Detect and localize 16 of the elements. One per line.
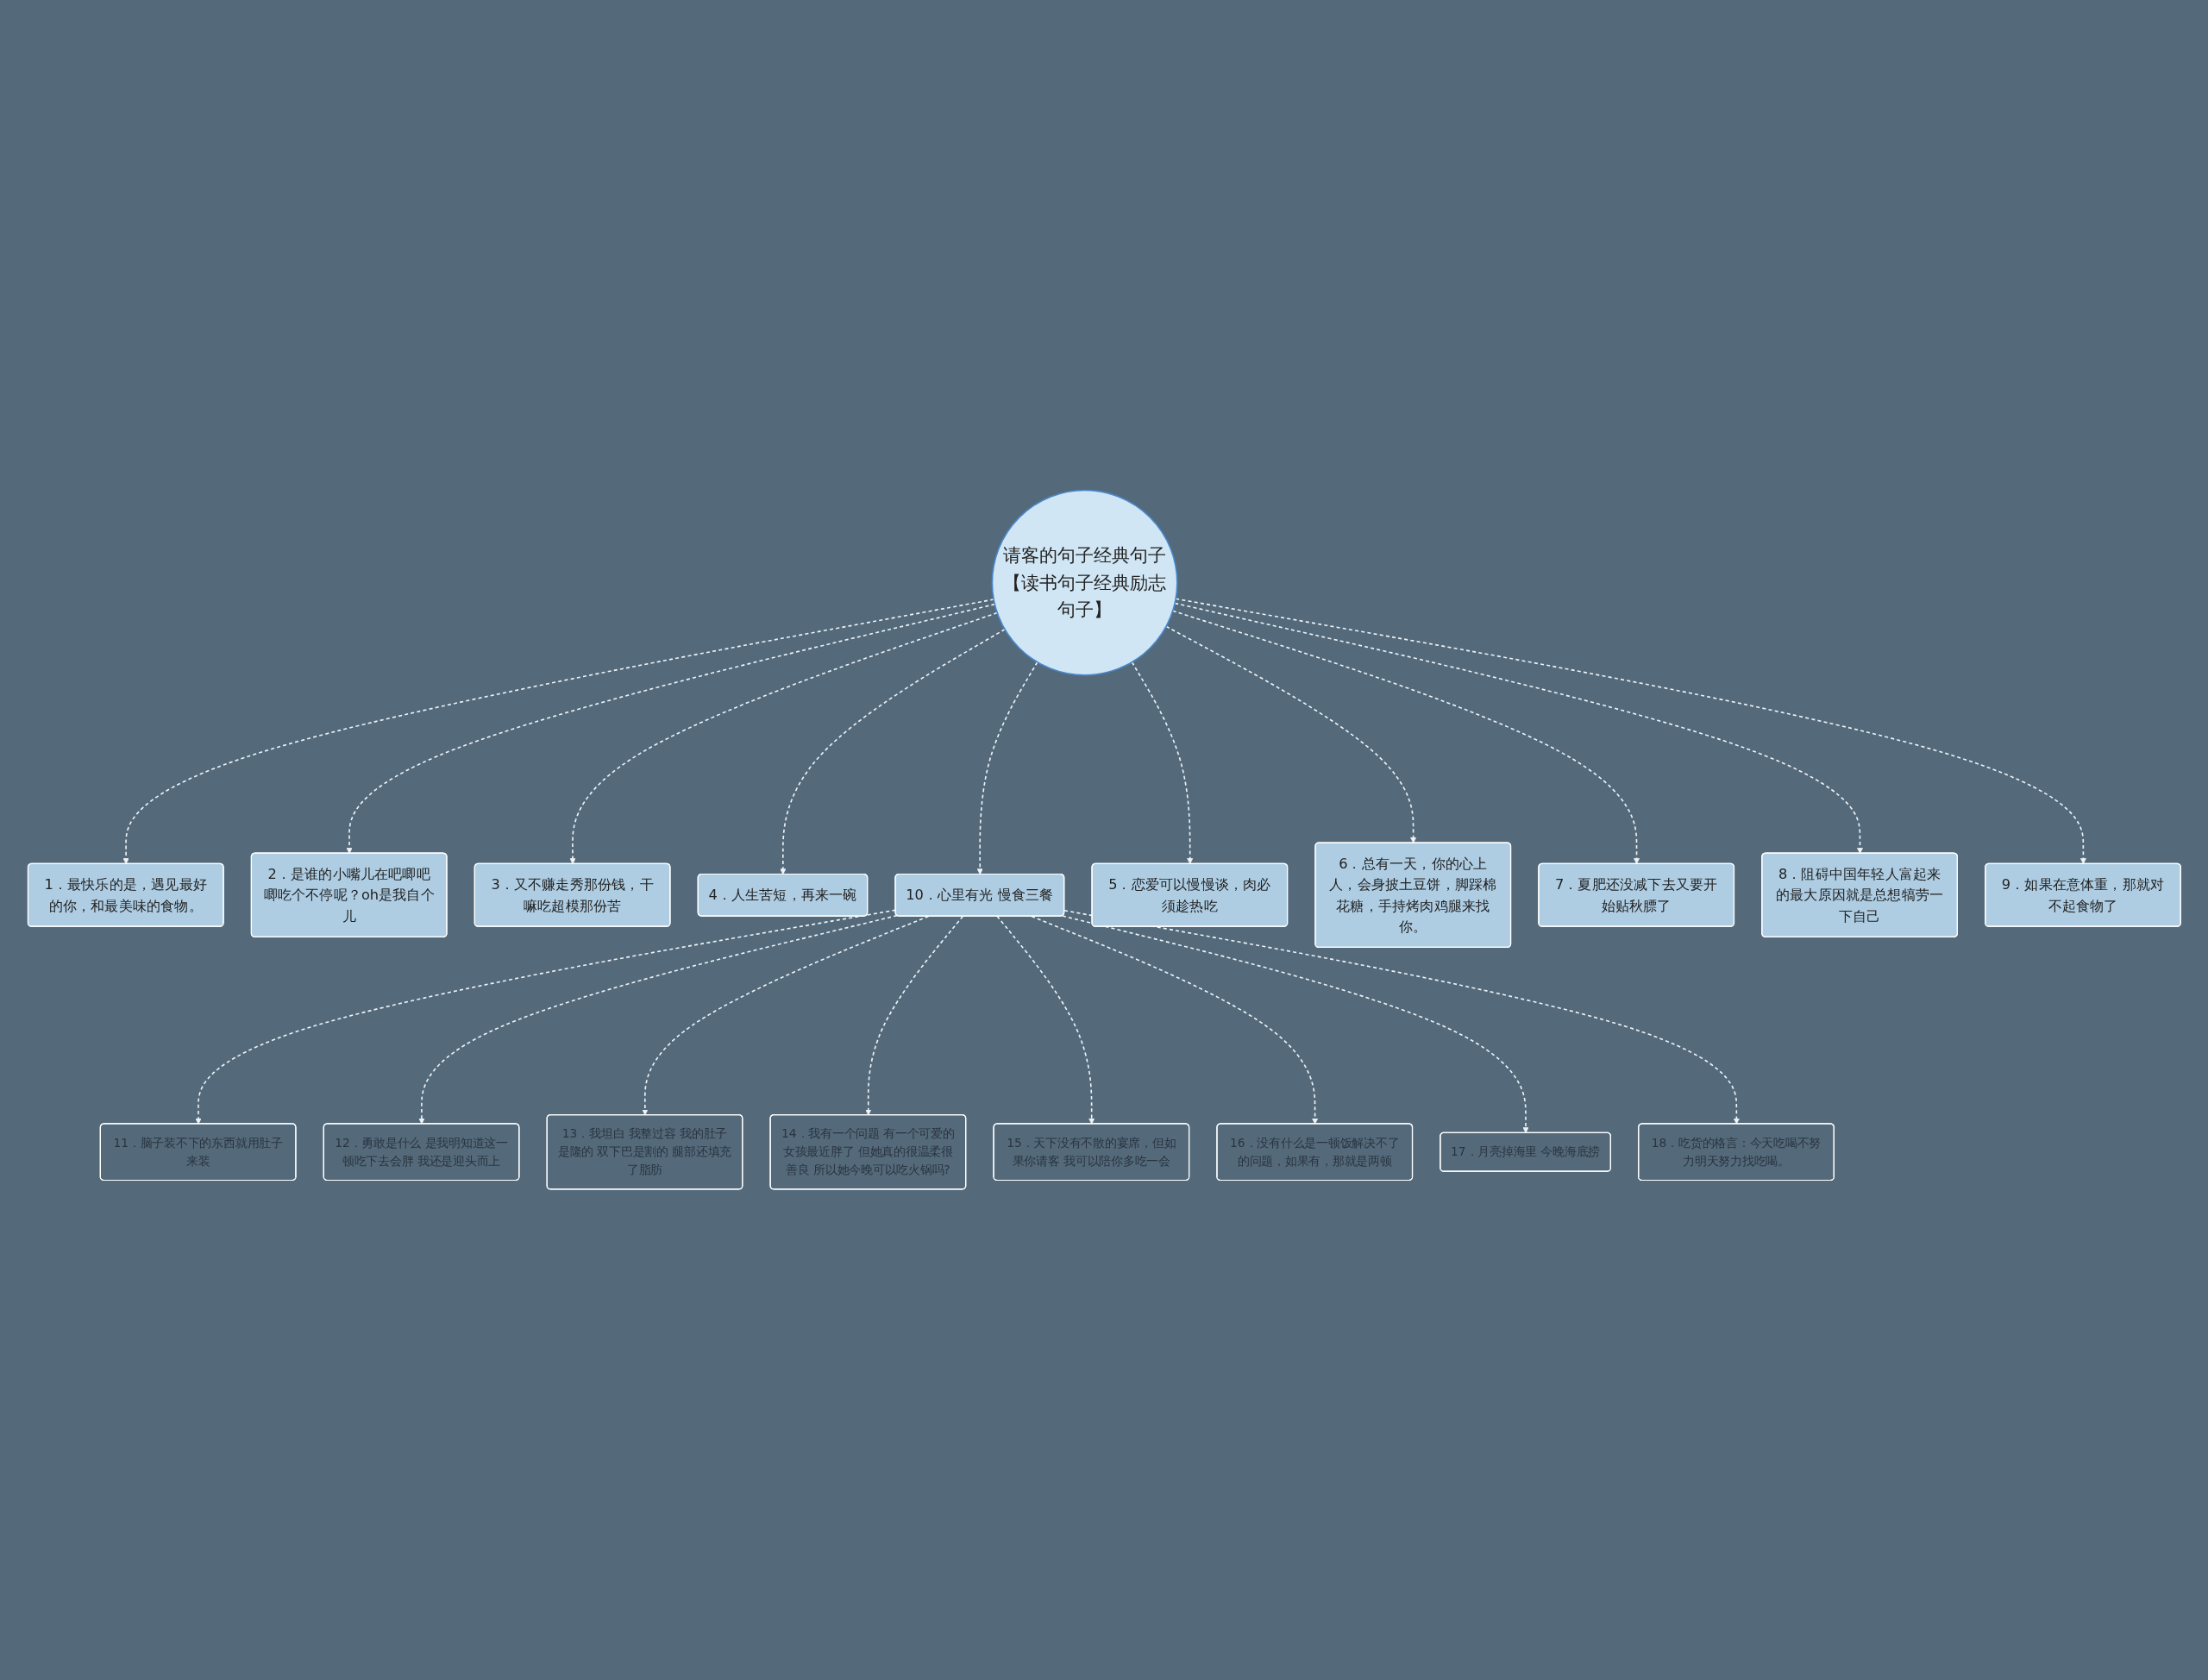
arrow: [1131, 661, 1193, 865]
arrow: [195, 909, 896, 1125]
arrow: [1164, 625, 1416, 844]
arrow: [1174, 598, 2086, 865]
arrow: [976, 661, 1038, 875]
arrow: [1061, 915, 1529, 1134]
arrow: [122, 599, 994, 865]
arrow: [569, 612, 998, 865]
arrow: [1171, 610, 1640, 865]
arrow: [864, 916, 963, 1116]
arrow: [995, 916, 1095, 1125]
arrow: [779, 629, 1006, 875]
node-circle: 请客的句子经典句子【读书句子经典励志句子】: [991, 490, 1178, 677]
arrow: [417, 915, 898, 1125]
arrow: [346, 604, 995, 855]
arrow: [641, 916, 929, 1116]
